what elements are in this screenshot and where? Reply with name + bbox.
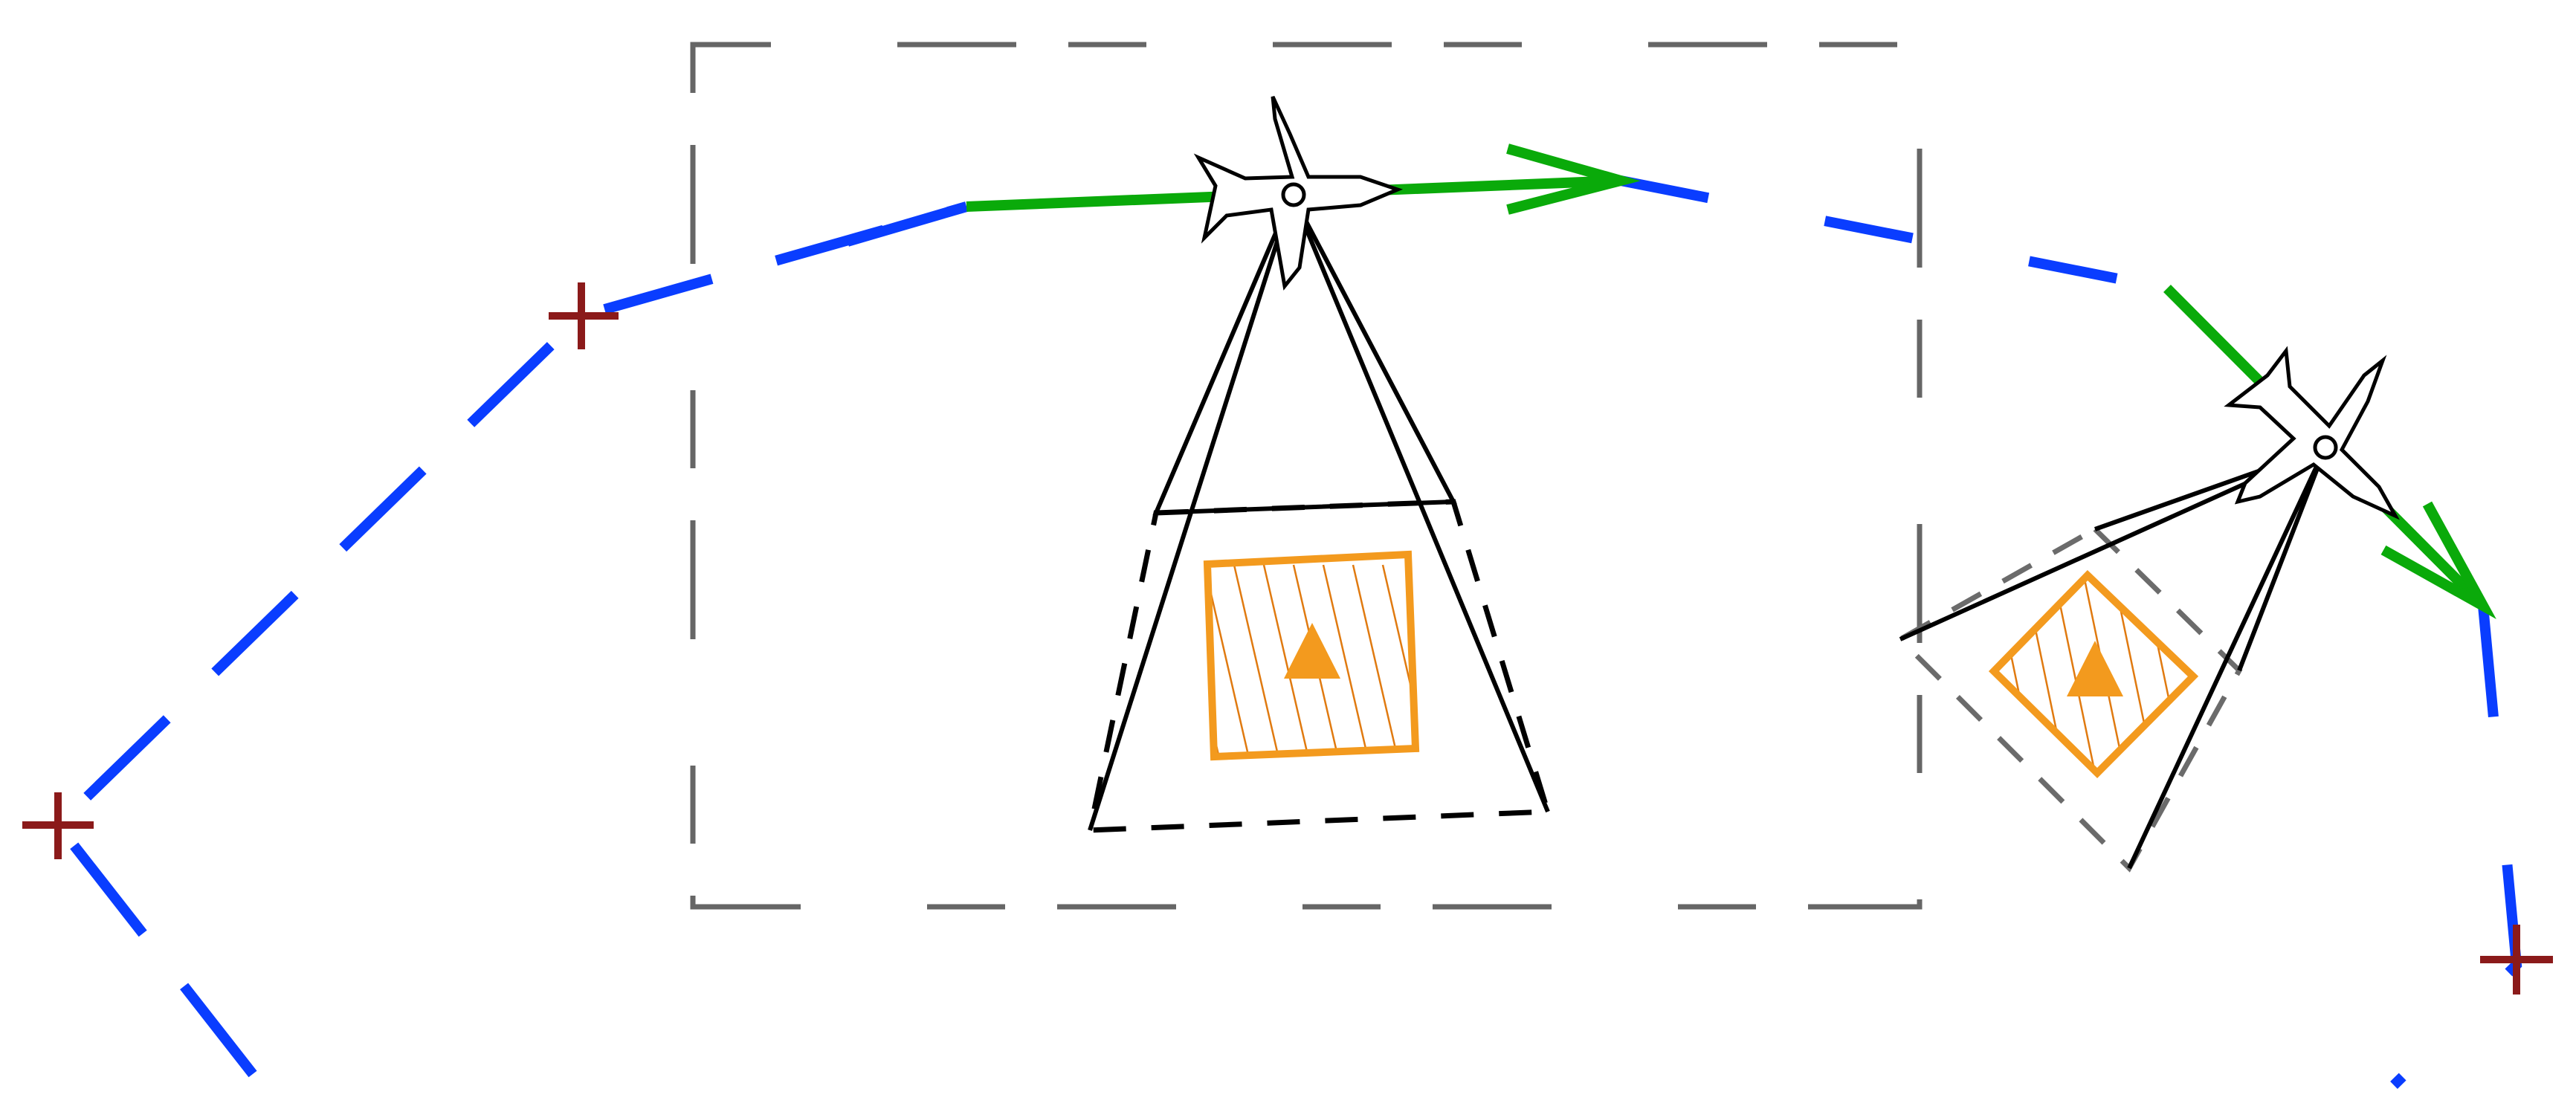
arrowhead-icon [1506,143,1641,215]
sensor-cone-lines [1899,445,2328,870]
flight-path-left-arc [51,201,968,1078]
arrowhead-icon [2380,501,2496,620]
footprint-outline [1896,525,2243,873]
cross-marker-icon [549,282,619,349]
aircraft-2 [2224,346,2400,520]
sensor-footprint-1 [1086,193,1552,833]
waypoint-2 [22,792,94,859]
airplane-top-view-icon [1193,95,1404,291]
sensor-footprint-2 [1896,445,2328,873]
aircraft-1 [1193,95,1404,291]
waypoint-1 [549,282,619,349]
flight-path-top-left [846,201,968,247]
target-1 [1203,550,1420,761]
cross-marker-icon [22,792,94,859]
flight-path-right-arc [2390,605,2522,1089]
sensor-cone-lines [1088,193,1550,831]
airplane-top-view-icon [2224,346,2400,520]
flight-path-top-right [1619,175,2169,294]
target-box [1988,569,2199,779]
triangle-marker-icon [1284,623,1340,679]
cross-marker-icon [2480,925,2553,995]
target-2 [1988,569,2199,779]
target-box [1203,550,1420,761]
camera-frame [690,42,1923,910]
waypoint-3 [2480,925,2553,995]
triangle-marker-icon [2067,641,2123,696]
